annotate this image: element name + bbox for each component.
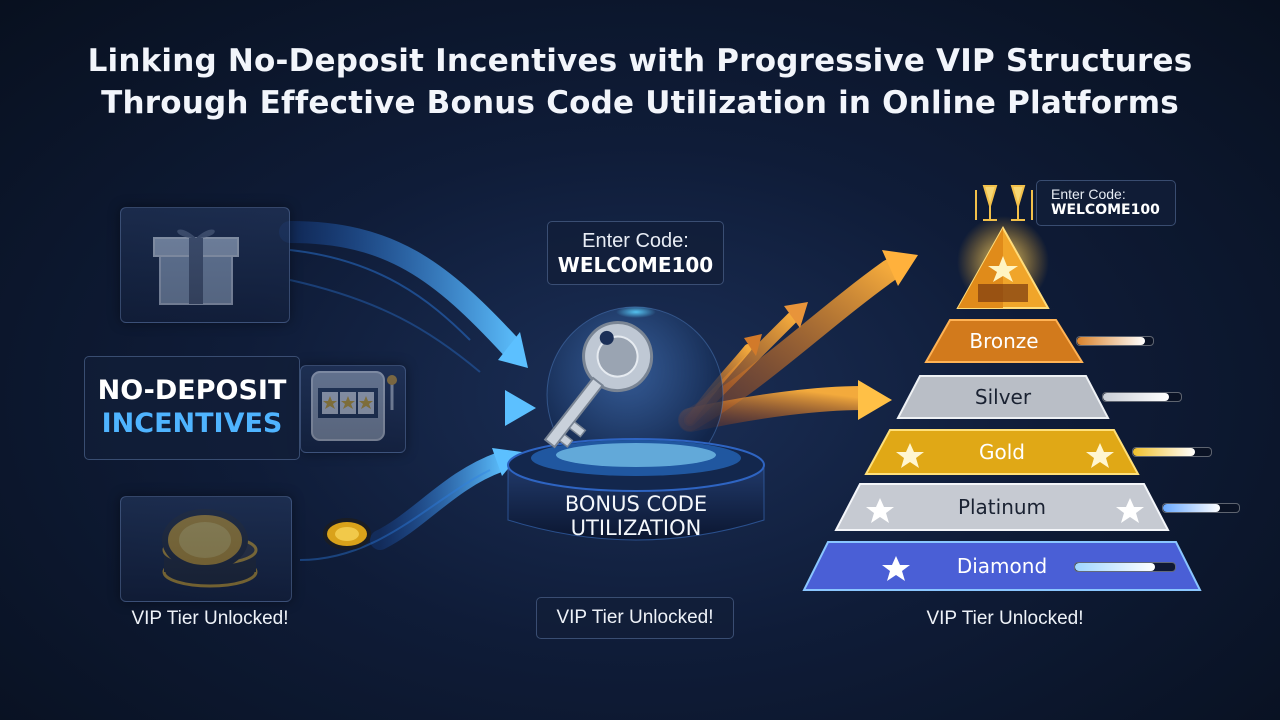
title-line-2: Through Effective Bonus Code Utilization… [101, 85, 1179, 121]
right-caption: VIP Tier Unlocked! [926, 608, 1084, 629]
progress-bar-silver [1102, 392, 1182, 402]
progress-fill-platinum [1163, 504, 1220, 512]
label-line-2: INCENTIVES [101, 408, 283, 439]
blue-flow-arrows [279, 221, 536, 561]
progress-fill-bronze [1077, 337, 1146, 345]
center-caption-box: VIP Tier Unlocked! [536, 597, 734, 639]
tier-silver: Silver [974, 385, 1032, 409]
slot-panel [300, 365, 406, 453]
orange-flow-arrows [678, 250, 918, 432]
tier-stars [866, 443, 1144, 581]
right-code-box: Enter Code: WELCOME100 [1036, 180, 1176, 226]
left-caption: VIP Tier Unlocked! [131, 608, 289, 629]
center-caption: VIP Tier Unlocked! [556, 607, 714, 628]
progress-fill-silver [1103, 393, 1170, 401]
tier-bronze: Bronze [969, 329, 1039, 353]
chips-panel [120, 496, 292, 602]
progress-fill-diamond [1075, 563, 1155, 571]
pyramid-tiers [802, 319, 1202, 591]
progress-fill-gold [1133, 448, 1196, 456]
progress-bar-bronze [1076, 336, 1154, 346]
platform-label: BONUS CODE UTILIZATION [536, 492, 736, 540]
tier-gold: Gold [979, 440, 1025, 464]
code-value: WELCOME100 [557, 253, 714, 277]
progress-bar-platinum [1162, 503, 1240, 513]
center-code-box: Enter Code: WELCOME100 [547, 221, 724, 285]
platform-line-2: UTILIZATION [570, 516, 702, 540]
gift-panel [120, 207, 290, 323]
page-title: Linking No-Deposit Incentives with Progr… [0, 40, 1280, 124]
champagne-icon [975, 185, 1033, 221]
no-deposit-incentives-label: NO-DEPOSIT INCENTIVES [84, 356, 300, 460]
title-line-1: Linking No-Deposit Incentives with Progr… [87, 43, 1193, 79]
star-icon [988, 256, 1018, 282]
key-icon [543, 321, 654, 449]
label-line-1: NO-DEPOSIT [97, 375, 287, 406]
tier-platinum: Platinum [957, 495, 1047, 519]
tier-diamond: Diamond [956, 554, 1048, 578]
right-code-prompt: Enter Code: [1051, 186, 1126, 202]
progress-bar-diamond [1074, 562, 1176, 572]
platform-line-1: BONUS CODE [564, 492, 708, 516]
code-prompt: Enter Code: [582, 230, 689, 252]
progress-bar-gold [1132, 447, 1212, 457]
right-code-value: WELCOME100 [1051, 202, 1160, 218]
